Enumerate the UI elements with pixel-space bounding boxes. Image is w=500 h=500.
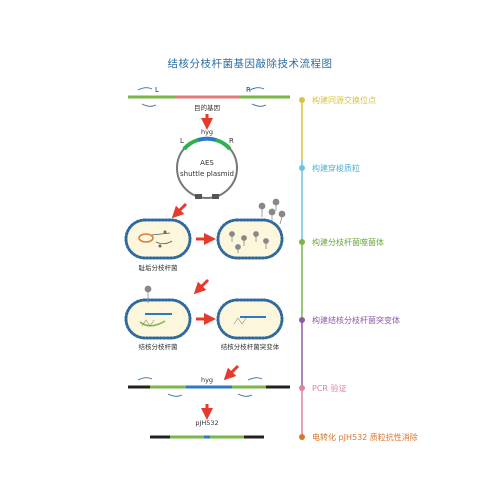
timeline-dot-3 (299, 239, 305, 245)
primer-arc-3 (141, 103, 157, 107)
label-plasmid-aes: AES (200, 159, 214, 167)
phage-particles (229, 231, 269, 253)
dna-strand-pcr (128, 377, 290, 397)
phage-outside (258, 198, 286, 225)
arrow-plasmid-to-smeg (171, 202, 188, 219)
label-target-gene: 目的基因 (194, 103, 220, 112)
arrow-mutant-to-pcr (223, 364, 240, 381)
cell-mutant-wall (216, 298, 284, 340)
step-label-1: 构建同源交换位点 (312, 95, 376, 105)
cell-smegmatis (124, 218, 192, 260)
step-label-2: 构建穿梭质粒 (312, 163, 360, 173)
cell-mutant (216, 298, 284, 340)
primer-arc-4 (251, 103, 267, 107)
timeline-dot-5 (299, 385, 305, 391)
step-label-4: 构建结核分枝杆菌突变体 (312, 315, 400, 325)
phage-5 (235, 244, 241, 250)
phage-2 (241, 235, 247, 241)
timeline-dot-6 (299, 434, 305, 440)
label-plasmid-shuttle: shuttle plasmid (180, 170, 234, 178)
pcr-primer-1 (137, 377, 153, 381)
primer-arc-2 (249, 87, 265, 91)
cell-smegmatis-wall (124, 218, 192, 260)
step-label-3: 构建分枝杆菌噬菌体 (312, 237, 384, 247)
cell-smegmatis-dna-2 (155, 240, 173, 245)
label-R-plasmid: R (229, 137, 234, 145)
phage-out-4 (272, 198, 280, 206)
cell-mtb-dna-green (139, 320, 166, 327)
arrow-phage-to-mtb (193, 278, 210, 295)
cell-mtb (124, 298, 192, 340)
shuttle-plasmid (176, 136, 238, 199)
cell-smegmatis-dot-1 (163, 230, 167, 234)
plasmid-marker-2 (212, 194, 219, 199)
cell-phage-wall (216, 218, 284, 260)
label-mutant: 结核分枝杆菌突变体 (221, 342, 280, 351)
label-pjh532: pJH532 (195, 419, 218, 427)
label-mtb: 结核分枝杆菌 (139, 342, 179, 351)
label-L-plasmid: L (180, 137, 184, 145)
label-R-top: R (246, 86, 251, 94)
plasmid-marker-1 (195, 194, 202, 199)
phage-3 (253, 231, 259, 237)
phage-out-1 (258, 202, 266, 210)
label-L-top: L (155, 86, 159, 94)
step-label-5: PCR 验证 (312, 383, 347, 393)
label-smegmatis: 耻垢分枝杆菌 (139, 263, 179, 272)
pcr-primer-3 (167, 393, 183, 397)
timeline: 构建同源交换位点 构建穿梭质粒 构建分枝杆菌噬菌体 构建结核分枝杆菌突变体 PC… (299, 95, 418, 442)
plasmid-L-arm (182, 138, 199, 151)
cell-smegmatis-dna-1 (151, 232, 171, 236)
timeline-dot-1 (299, 97, 305, 103)
cell-mutant-squiggle (233, 317, 247, 325)
primer-arc-1 (137, 87, 153, 91)
pcr-primer-4 (237, 393, 253, 397)
phage-4 (263, 238, 269, 244)
cell-smegmatis-plasmid (138, 233, 154, 243)
label-hyg-top: hyg (201, 128, 213, 136)
phage-out-3 (278, 210, 286, 218)
diagram-title: 结核分枝杆菌基因敲除技术流程图 (167, 58, 333, 70)
timeline-dot-2 (299, 165, 305, 171)
phage-out-2 (268, 208, 276, 216)
phage-1 (229, 231, 235, 237)
phage-on-mtb (144, 285, 152, 303)
dna-strand-top (128, 87, 290, 107)
cell-mtb-wall (124, 298, 192, 340)
plasmid-R-arm (215, 138, 232, 151)
step-label-6: 电转化 pJH532 质粒抗性消除 (312, 432, 418, 442)
cell-mtb-squiggle (141, 319, 155, 327)
label-hyg-bottom: hyg (201, 376, 213, 384)
phage-mtb-head (144, 285, 152, 293)
cell-smegmatis-dot-2 (158, 244, 162, 248)
timeline-dot-4 (299, 317, 305, 323)
pcr-primer-2 (247, 377, 263, 381)
cell-phage-infected (216, 198, 286, 260)
plasmid-hyg-segment (197, 136, 217, 142)
